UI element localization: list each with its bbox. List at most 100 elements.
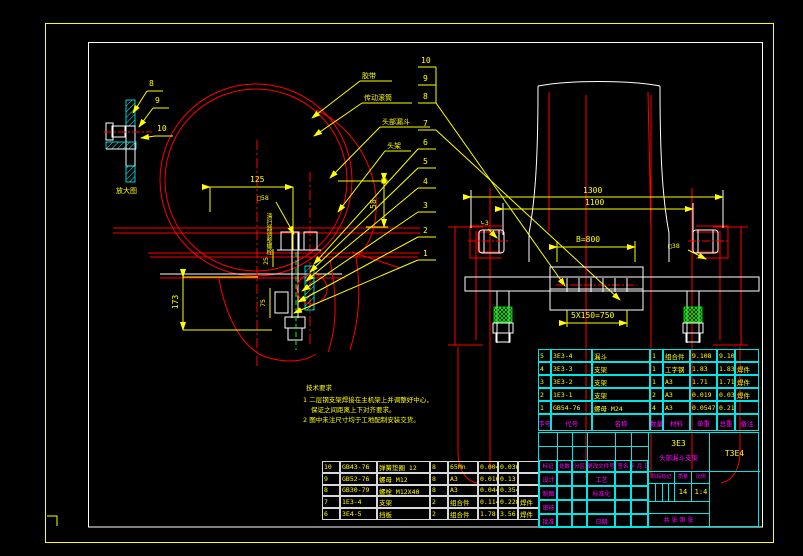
table-cell: 5	[538, 349, 551, 362]
table-cell: 制图	[539, 486, 557, 500]
drawing-title: 头部漏斗支架	[659, 454, 698, 462]
notes-line-2: 保证之间距离上下对齐要求。	[311, 406, 396, 414]
table-row: 审核	[539, 500, 648, 514]
table-cell	[631, 486, 648, 500]
border-frame	[45, 23, 774, 543]
callout-7: 7	[423, 119, 428, 128]
title-block: 标记 处数 分区 更改文件号 签名 年 月 日 设计工艺制图标准化审核批准日期 …	[538, 432, 760, 528]
stage-header: 阶段标记	[651, 474, 672, 480]
table-cell: 漏斗	[592, 349, 650, 362]
bom-table-upper: 53E3-4漏斗1组合件9.1089.10843E3-3支架1工字钢1.831.…	[538, 349, 759, 414]
detail-callout-9: 9	[155, 96, 160, 105]
table-cell: 螺母 M12	[377, 472, 430, 485]
table-cell: 3E3-4	[551, 349, 592, 362]
drawing-model: T3E4	[724, 449, 745, 458]
table-cell: 组合件	[448, 508, 478, 520]
table-row: 设计工艺	[539, 472, 648, 486]
callout-10: 10	[421, 56, 431, 65]
table-cell: 2	[430, 496, 448, 509]
table-cell: 1	[650, 349, 663, 362]
dim-b800: B=800	[576, 235, 601, 244]
table-cell: 焊件	[735, 362, 759, 375]
table-cell: 6	[322, 508, 340, 520]
table-cell: 3	[538, 375, 551, 388]
table-cell: 0.038	[717, 388, 735, 401]
rev-header-sign: 签名	[615, 460, 631, 472]
callout-4: 4	[423, 177, 428, 186]
table-cell: A3	[663, 388, 690, 401]
table-cell: 8	[322, 484, 340, 497]
table-cell: 焊件	[518, 496, 540, 509]
dim-1100: 1100	[585, 198, 605, 207]
rev-header-date: 年 月 日	[631, 460, 648, 472]
table-cell	[557, 486, 572, 500]
table-cell: A3	[448, 472, 478, 485]
callout-1: 1	[423, 249, 428, 258]
table-cell	[735, 401, 759, 414]
table-cell: 1.83	[690, 362, 717, 375]
table-cell: A3	[663, 375, 690, 388]
table-cell: 0.219	[717, 401, 735, 414]
table-cell: 0.036	[498, 461, 518, 473]
table-cell: 9.108	[717, 349, 735, 362]
table-cell: GB30-79	[340, 484, 377, 497]
table-cell: 日期	[587, 514, 615, 528]
table-cell: 3E3-3	[551, 362, 592, 375]
table-cell	[615, 472, 631, 486]
table-cell: GB43-76	[340, 461, 377, 473]
signature-rows: 设计工艺制图标准化审核批准日期	[539, 472, 648, 528]
notes-line-3: 2 图中未注尺寸均于工地配制安装交货。	[303, 416, 420, 424]
mass-header: 质量	[677, 474, 688, 480]
detail-caption: 放大图	[116, 187, 137, 195]
table-cell: GB54-76	[551, 401, 592, 414]
table-cell: 1	[650, 375, 663, 388]
rev-header-count: 处数	[557, 460, 572, 472]
table-cell: 9.108	[690, 349, 717, 362]
table-cell: 焊件	[518, 508, 540, 520]
table-cell: 1.71	[690, 375, 717, 388]
drawing-code: 3E3	[671, 439, 686, 448]
dim-58: 58	[369, 199, 378, 209]
dim-box58: □58	[257, 194, 269, 202]
table-cell: 0.114	[478, 496, 498, 509]
table-cell: 螺栓 M12X40	[377, 484, 430, 497]
rev-header-mark: 标记	[539, 460, 557, 472]
table-cell	[518, 472, 540, 485]
table-cell: 焊件	[735, 375, 759, 388]
bom-header-no: 序号	[538, 414, 551, 431]
table-cell: 支架	[592, 375, 650, 388]
detail-callout-10: 10	[157, 124, 167, 133]
table-cell: 2	[430, 508, 448, 520]
dim-125: 125	[250, 175, 265, 184]
revision-header: 标记 处数 分区 更改文件号 签名 年 月 日	[539, 460, 648, 472]
table-cell: 1E3-1	[551, 388, 592, 401]
vertical-note: 清扫器调整螺栓	[265, 213, 272, 255]
table-cell: 1.71	[717, 375, 735, 388]
table-cell: 支架	[592, 362, 650, 375]
table-cell: GB52-76	[340, 472, 377, 485]
table-cell: 1.83	[717, 362, 735, 375]
bom-header-mat: 材料	[663, 414, 690, 431]
callout-ladder	[293, 66, 621, 314]
table-cell: 0.13	[498, 472, 518, 485]
bom-header-total: 总重	[717, 414, 735, 431]
table-cell: 工字钢	[663, 362, 690, 375]
notes-title: 技术要求	[306, 384, 332, 392]
flange-detail	[104, 99, 152, 183]
bom-header-qty: 数量	[650, 414, 663, 431]
table-cell: 7	[322, 496, 340, 509]
table-cell: 3E3-2	[551, 375, 592, 388]
table-cell	[572, 486, 587, 500]
table-cell: 0.228	[498, 496, 518, 509]
callout-6: 6	[423, 138, 428, 147]
table-cell: 8	[430, 484, 448, 497]
detail-callout-8: 8	[149, 79, 154, 88]
table-cell: 8	[430, 472, 448, 485]
table-row: 制图标准化	[539, 486, 648, 500]
table-cell: 4	[538, 362, 551, 375]
